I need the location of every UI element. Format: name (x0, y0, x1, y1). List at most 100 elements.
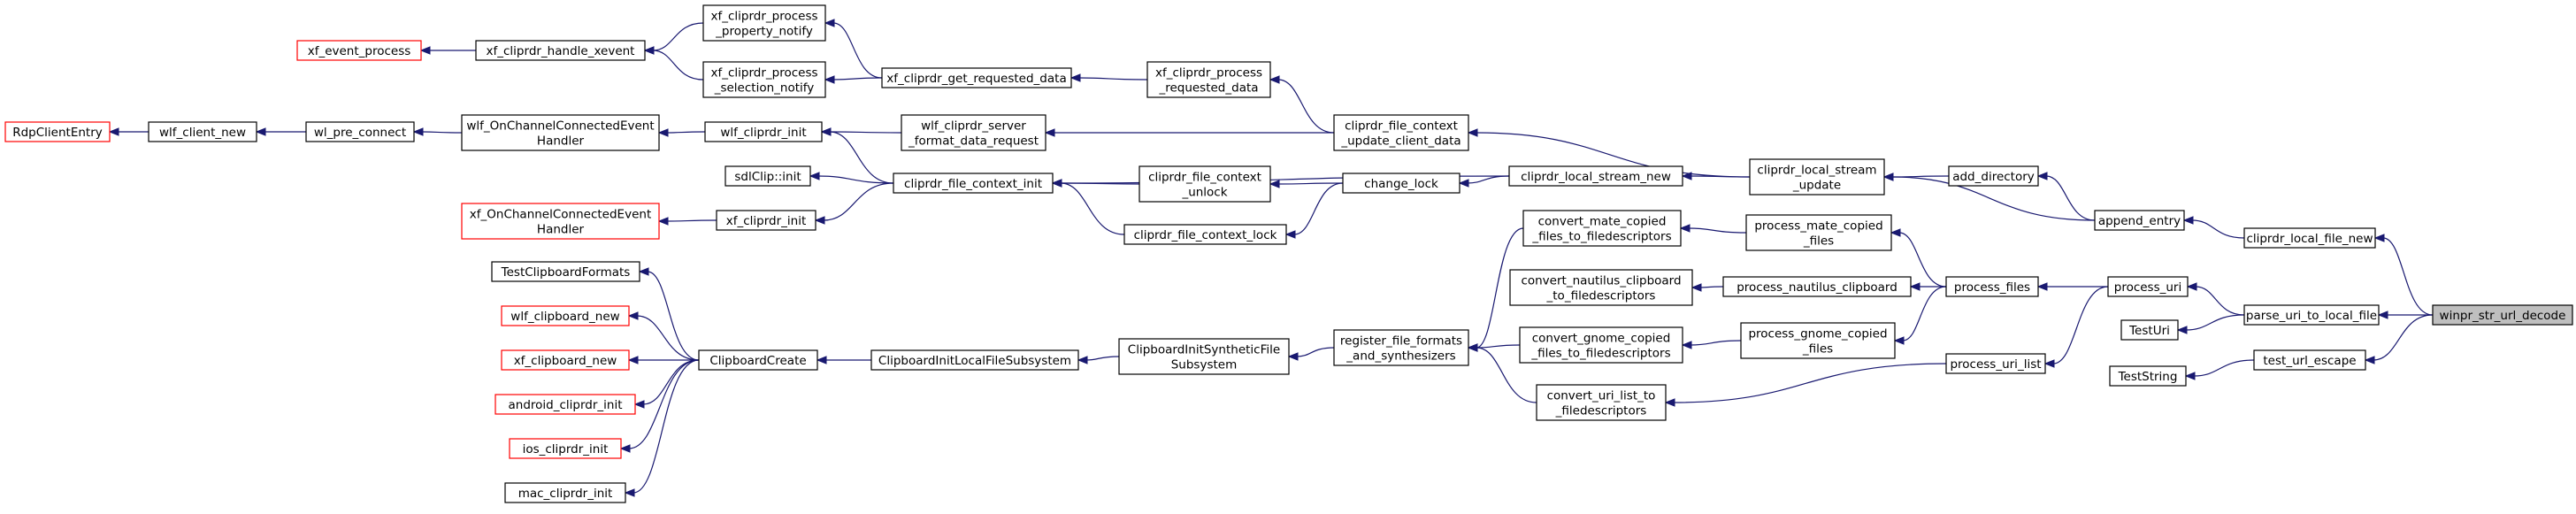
node-cliprdr_file_context_init[interactable]: cliprdr_file_context_init (893, 173, 1054, 194)
arrowhead-convert_nautilus_clipboard_to_filedescriptors-process_nautilus_clipboard (1690, 283, 1702, 292)
node-box (2120, 319, 2179, 341)
node-register_file_formats_and_synthesizers[interactable]: register_file_formats_and_synthesizers (1333, 329, 1469, 366)
node-box (461, 203, 660, 240)
node-add_directory[interactable]: add_directory (1948, 165, 2039, 187)
call-edge-TestClipboardFormats-ClipboardCreate (647, 271, 700, 361)
call-edge-convert_mate_copied_files_to_filedescriptors-process_mate_copied_files (1688, 227, 1747, 234)
node-box (2243, 227, 2376, 249)
node-label: _update (1792, 179, 1841, 193)
node-process_nautilus_clipboard[interactable]: process_nautilus_clipboard (1722, 276, 1912, 297)
arrowhead-xf_cliprdr_get_requested_data-xf_cliprdr_process_requested_data (1070, 73, 1081, 82)
node-sdlClip_init[interactable]: sdlClip::init (724, 165, 811, 187)
node-wlf_cliprdr_server_format_data_request[interactable]: wlf_cliprdr_server_format_data_request (901, 114, 1046, 151)
node-label: xf_cliprdr_handle_xevent (487, 44, 635, 58)
node-ClipboardInitLocalFileSubsystem[interactable]: ClipboardInitLocalFileSubsystem (870, 349, 1079, 371)
node-process_gnome_copied_files[interactable]: process_gnome_copied_files (1740, 322, 1896, 359)
node-box (2094, 210, 2185, 231)
node-label: test_url_escape (2263, 354, 2356, 368)
node-label: TestUri (2128, 324, 2170, 338)
arrowhead-xf_cliprdr_init-cliprdr_file_context_init (814, 216, 825, 225)
node-TestClipboardFormats[interactable]: TestClipboardFormats (491, 261, 640, 282)
node-box (893, 173, 1054, 194)
node-process_mate_copied_files[interactable]: process_mate_copied_files (1745, 214, 1892, 251)
node-box (4, 121, 111, 142)
node-label: ClipboardInitLocalFileSubsystem (878, 354, 1071, 368)
node-xf_cliprdr_get_requested_data[interactable]: xf_cliprdr_get_requested_data (881, 67, 1072, 88)
node-xf_cliprdr_process_requested_data[interactable]: xf_cliprdr_process_requested_data (1146, 61, 1271, 98)
node-box (2107, 276, 2189, 297)
node-label: cliprdr_local_stream (1757, 164, 1876, 178)
node-box (494, 394, 636, 415)
node-label: _files_to_filedescriptors (1530, 347, 1670, 361)
node-cliprdr_local_stream_new[interactable]: cliprdr_local_stream_new (1508, 165, 1683, 187)
node-change_lock[interactable]: change_lock (1342, 173, 1460, 194)
node-test_url_escape[interactable]: test_url_escape (2253, 349, 2366, 371)
node-label: _files (1803, 234, 1834, 249)
arrowhead-ClipboardInitLocalFileSubsystem-ClipboardInitSyntheticFileSubsystem (1077, 356, 1088, 364)
arrowhead-xf_clipboard_new-ClipboardCreate (627, 356, 639, 364)
node-cliprdr_local_file_new[interactable]: cliprdr_local_file_new (2243, 227, 2376, 249)
call-edge-test_url_escape-winpr_str_url_decode (2373, 314, 2434, 361)
node-label: TestString (2118, 370, 2178, 384)
node-convert_mate_copied_files_to_filedescriptors[interactable]: convert_mate_copied_files_to_filedescrip… (1522, 210, 1682, 247)
call-edge-convert_gnome_copied_files_to_filedescriptors-process_gnome_copied_files (1690, 340, 1742, 346)
arrowhead-convert_uri_list_to_filedescriptors-process_uri_list (1664, 398, 1675, 407)
node-convert_gnome_copied_files_to_filedescriptors[interactable]: convert_gnome_copied_files_to_filedescri… (1519, 326, 1683, 364)
node-process_files[interactable]: process_files (1945, 276, 2039, 297)
node-box (1745, 214, 1892, 251)
arrowhead-RdpClientEntry-wlf_client_new (108, 127, 119, 136)
node-box (305, 121, 415, 142)
node-label: xf_cliprdr_process (710, 66, 817, 81)
node-android_cliprdr_init[interactable]: android_cliprdr_init (494, 394, 636, 415)
call-edge-wlf_cliprdr_init-cliprdr_file_context_init (829, 131, 894, 184)
node-process_uri_list[interactable]: process_uri_list (1945, 353, 2046, 374)
node-wlf_cliprdr_init[interactable]: wlf_cliprdr_init (704, 121, 823, 142)
node-cliprdr_file_context_unlock[interactable]: cliprdr_file_context_unlock (1138, 165, 1271, 203)
node-label: xf_cliprdr_get_requested_data (886, 72, 1066, 86)
node-process_uri[interactable]: process_uri (2107, 276, 2189, 297)
node-xf_cliprdr_process_property_notify[interactable]: xf_cliprdr_process_property_notify (702, 4, 826, 42)
node-mac_cliprdr_init[interactable]: mac_cliprdr_init (504, 482, 626, 503)
node-convert_uri_list_to_filedescriptors[interactable]: convert_uri_list_to_filedescriptors (1536, 384, 1667, 421)
call-edge-xf_cliprdr_handle_xevent-xf_cliprdr_process_selection_notify (652, 50, 704, 81)
node-xf_event_process[interactable]: xf_event_process (296, 40, 422, 61)
node-ClipboardCreate[interactable]: ClipboardCreate (698, 349, 818, 371)
call-edge-register_file_formats_and_synthesizers-convert_uri_list_to_filedescriptors (1476, 347, 1537, 403)
node-cliprdr_file_context_lock[interactable]: cliprdr_file_context_lock (1123, 224, 1287, 245)
node-convert_nautilus_clipboard_to_filedescriptors[interactable]: convert_nautilus_clipboard_to_filedescri… (1509, 269, 1693, 306)
node-box (716, 210, 816, 231)
call-edge-cliprdr_file_context_lock-change_lock (1293, 182, 1344, 235)
arrowhead-process_uri_list-process_uri (2043, 359, 2055, 368)
node-parse_uri_to_local_file[interactable]: parse_uri_to_local_file (2243, 304, 2380, 326)
node-TestUri[interactable]: TestUri (2120, 319, 2179, 341)
node-xf_cliprdr_init[interactable]: xf_cliprdr_init (716, 210, 816, 231)
node-box (509, 438, 622, 459)
call-edge-xf_OnChannelConnectedEventHandler-xf_cliprdr_init (666, 219, 717, 222)
call-edge-xf_cliprdr_handle_xevent-xf_cliprdr_process_property_notify (652, 22, 704, 51)
node-TestString[interactable]: TestString (2109, 365, 2187, 387)
arrowhead-cliprdr_local_stream_update-add_directory (1882, 173, 1894, 181)
arrowhead-cliprdr_local_file_new-winpr_str_url_decode (2373, 234, 2385, 242)
arrowhead-xf_cliprdr_process_requested_data-cliprdr_file_context_update_client_data (1269, 75, 1280, 84)
node-xf_clipboard_new[interactable]: xf_clipboard_new (501, 349, 630, 371)
node-label: Handler (537, 134, 585, 149)
arrowhead-wlf_OnChannelConnectedEventHandler-wlf_cliprdr_init (657, 128, 669, 137)
node-ios_cliprdr_init[interactable]: ios_cliprdr_init (509, 438, 622, 459)
node-xf_cliprdr_process_selection_notify[interactable]: xf_cliprdr_process_selection_notify (702, 61, 826, 98)
node-cliprdr_file_context_update_client_data[interactable]: cliprdr_file_context_update_client_data (1333, 114, 1469, 151)
node-wl_pre_connect[interactable]: wl_pre_connect (305, 121, 415, 142)
node-label: _files_to_filedescriptors (1531, 230, 1671, 244)
node-box (2253, 349, 2366, 371)
node-wlf_clipboard_new[interactable]: wlf_clipboard_new (501, 305, 630, 326)
arrowhead-wlf_client_new-wl_pre_connect (255, 127, 266, 136)
node-append_entry[interactable]: append_entry (2094, 210, 2185, 231)
node-xf_cliprdr_handle_xevent[interactable]: xf_cliprdr_handle_xevent (475, 40, 646, 61)
node-wlf_client_new[interactable]: wlf_client_new (148, 121, 257, 142)
node-cliprdr_local_stream_update[interactable]: cliprdr_local_stream_update (1749, 158, 1885, 196)
node-winpr_str_url_decode[interactable]: winpr_str_url_decode (2432, 304, 2573, 326)
node-label: xf_cliprdr_init (726, 214, 807, 228)
node-RdpClientEntry[interactable]: RdpClientEntry (4, 121, 111, 142)
